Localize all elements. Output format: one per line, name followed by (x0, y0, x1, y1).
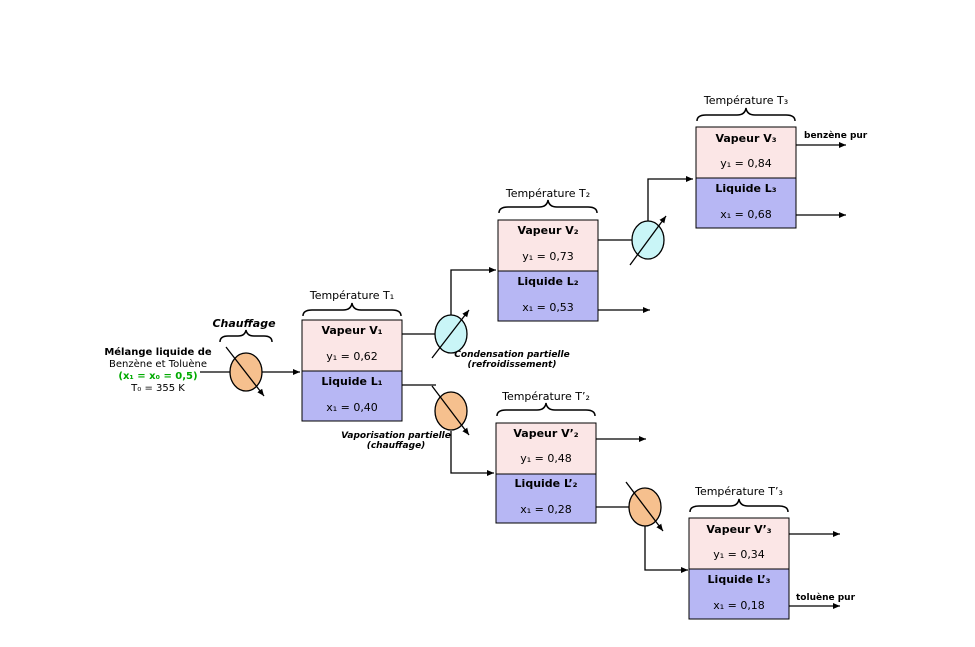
heater-1 (431, 385, 470, 436)
vaporisation-label-2: (chauffage) (367, 441, 426, 451)
stage-3-y-value: y₁ = 0,84 (720, 157, 772, 170)
stage-3p-x-value: x₁ = 0,18 (713, 599, 765, 612)
stage-3-liquid-box (695, 177, 797, 229)
cooler-2-to-stage-3-line (647, 176, 693, 222)
stage-2-brace (498, 199, 598, 214)
condensation-label-1: Condensation partielle (454, 350, 569, 360)
toluene-pur-label: toluène pur (796, 592, 856, 603)
stage-2-liquid-box (497, 270, 599, 322)
stage-3-brace (696, 107, 796, 122)
feed-composition: (x₁ = x₀ = 0,5) (118, 371, 197, 382)
benzene-pur-label: benzène pur (804, 130, 868, 141)
heater-2-to-stage-3p-line (644, 526, 688, 573)
stage-1-vapor-label: Vapeur V₁ (321, 324, 382, 337)
condensation-label-2: (refroidissement) (468, 360, 557, 370)
stage-3p-y-value: y₁ = 0,34 (713, 548, 765, 561)
stage-1-liquid-label: Liquide L₁ (321, 375, 382, 388)
stage-3-liquid-label: Liquide L₃ (715, 182, 776, 195)
stage-1-temperature: Température T₁ (309, 289, 394, 302)
stage-3p-liquid-box (688, 568, 790, 620)
cooler-1-to-stage-2-line (450, 267, 496, 318)
stage-3-vapor-label: Vapeur V₃ (715, 132, 776, 145)
stage-2: Température T₂ Vapeur V₂ y₁ = 0,73 Liqui… (497, 187, 599, 322)
stage-3: Température T₃ Vapeur V₃ y₁ = 0,84 Liqui… (695, 94, 797, 229)
cooler-2 (629, 215, 667, 266)
stage-3p-vapor-label: Vapeur V’₃ (706, 523, 771, 536)
stage-1-y-value: y₁ = 0,62 (326, 350, 378, 363)
stage-2p-temperature: Température T’₂ (501, 390, 590, 403)
stage-3p-brace (689, 498, 789, 513)
heater-2 (625, 481, 664, 532)
stage-3p-temperature: Température T’₃ (694, 485, 783, 498)
stage-1-liquid-box (301, 370, 403, 422)
stage-3-x-value: x₁ = 0,68 (720, 208, 772, 221)
cooler-1 (431, 309, 470, 359)
feed-title: Mélange liquide de (104, 346, 212, 358)
heater-1-to-stage-2p-line (450, 431, 494, 476)
stage-2p-liquid-label: Liquide L’₂ (515, 477, 578, 490)
stage-2p-x-value: x₁ = 0,28 (520, 503, 572, 516)
stage-3p-liquid-label: Liquide L’₃ (708, 573, 771, 586)
heater-0 (225, 346, 265, 397)
feed-line2: Benzène et Toluène (109, 358, 207, 370)
stage-2-vapor-label: Vapeur V₂ (517, 224, 578, 237)
stage-2p: Température T’₂ Vapeur V’₂ y₁ = 0,48 Liq… (495, 390, 597, 524)
feed-temperature: T₀ = 355 K (130, 383, 185, 394)
stage-2-liquid-label: Liquide L₂ (517, 275, 578, 288)
stage-2p-y-value: y₁ = 0,48 (520, 452, 572, 465)
stage-2p-brace (496, 402, 596, 417)
chauffage-label: Chauffage (212, 317, 276, 330)
feed-label: Mélange liquide de Benzène et Toluène (x… (104, 346, 212, 394)
stage-1-brace (302, 302, 402, 317)
stage-2-y-value: y₁ = 0,73 (522, 250, 574, 263)
stage-3-vapor-box (695, 126, 797, 179)
stage-2-x-value: x₁ = 0,53 (522, 301, 574, 314)
vaporisation-label-1: Vaporisation partielle (341, 431, 451, 441)
stage-3p-vapor-box (688, 517, 790, 570)
stage-2-temperature: Température T₂ (505, 187, 590, 200)
stage-3-temperature: Température T₃ (703, 94, 788, 107)
stage-2p-liquid-box (495, 473, 597, 524)
stage-1: Température T₁ Vapeur V₁ y₁ = 0,62 Liqui… (301, 289, 403, 422)
stage-2p-vapor-label: Vapeur V’₂ (513, 427, 578, 440)
stage-1-x-value: x₁ = 0,40 (326, 401, 378, 414)
stage-3p: Température T’₃ Vapeur V’₃ y₁ = 0,34 Liq… (688, 485, 790, 620)
stage-2p-vapor-box (495, 422, 597, 475)
chauffage-brace (219, 329, 273, 343)
